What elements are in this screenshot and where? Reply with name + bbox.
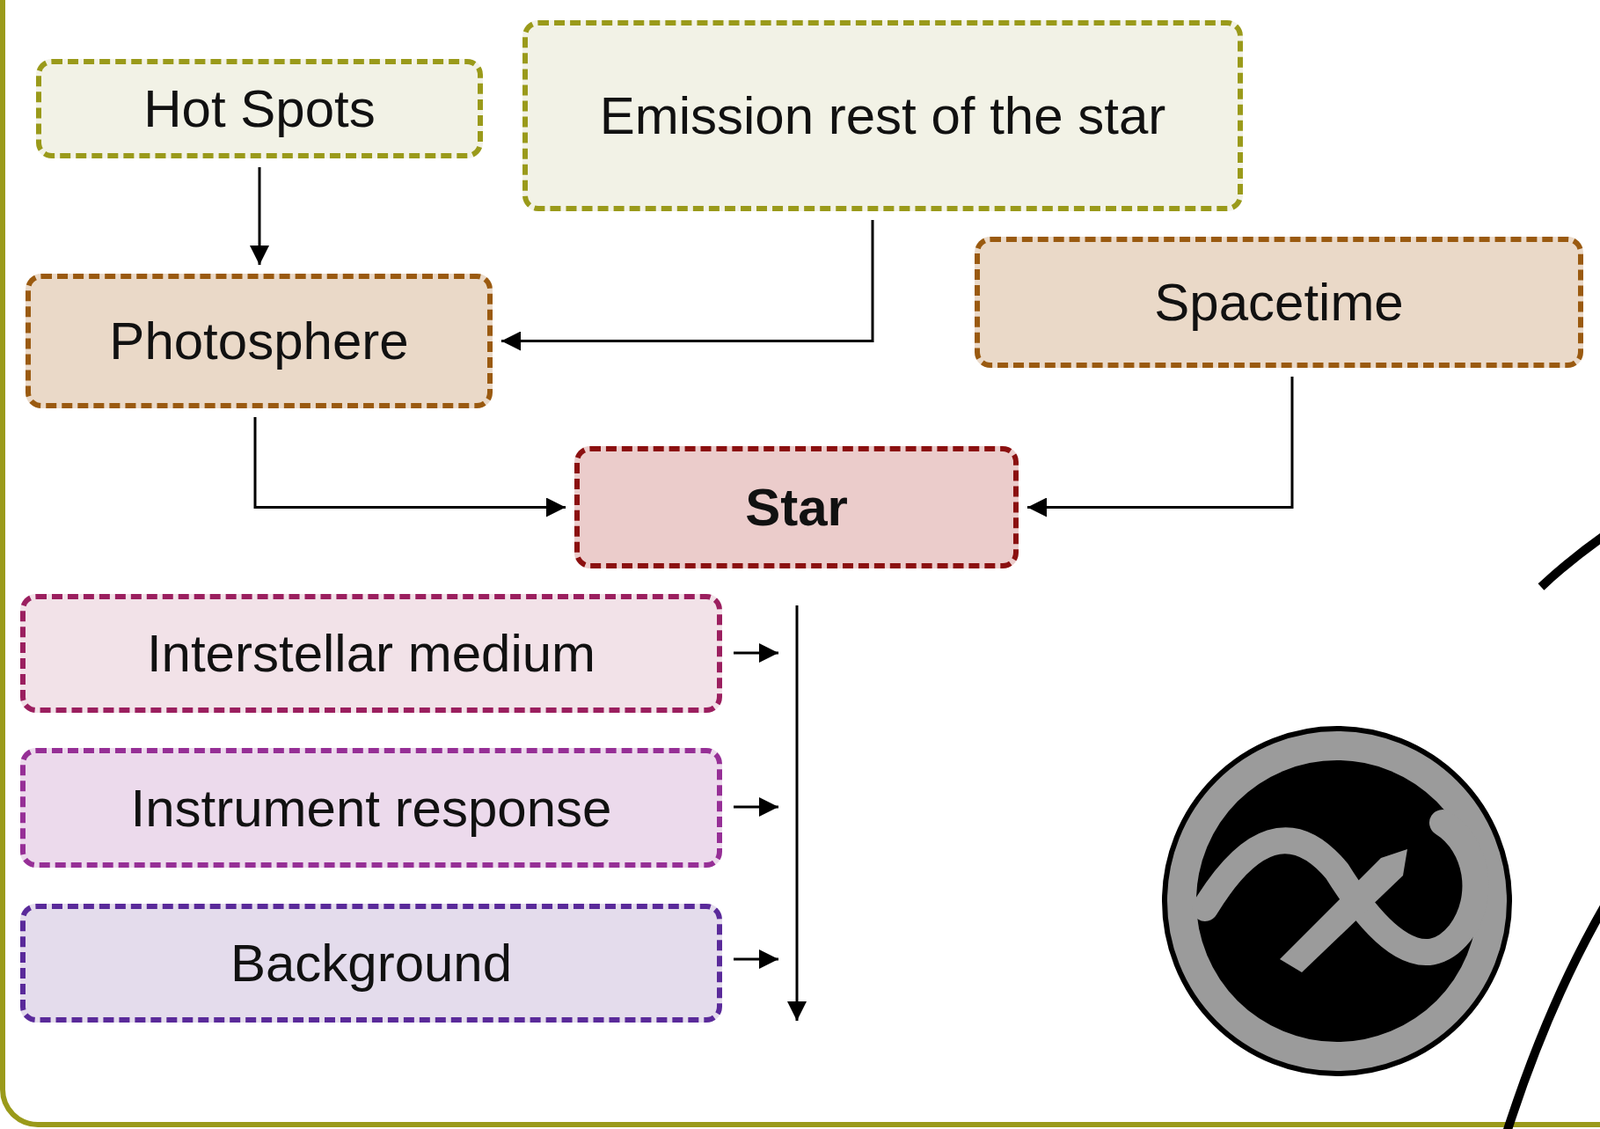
logo-disc (1196, 759, 1478, 1042)
node-label: Star (745, 476, 848, 538)
input-arrow (733, 957, 779, 961)
logo-symbol (1279, 848, 1408, 972)
node-label: Background (230, 932, 512, 994)
flow-arrow (501, 219, 873, 342)
node-label: Hot Spots (143, 78, 375, 139)
orbit-curve (1541, 534, 1600, 587)
flow-line (796, 605, 799, 1021)
model-box: Spacetime (974, 236, 1584, 368)
input-arrow (733, 805, 779, 809)
node-label: Instrument response (131, 777, 613, 839)
flow-arrow (258, 167, 262, 265)
effect-box: Background (20, 903, 723, 1023)
flow-arrow (1027, 376, 1293, 508)
node-label: Spacetime (1154, 271, 1403, 333)
effect-box: Instrument response (20, 747, 723, 868)
model-box: Photosphere (25, 273, 493, 409)
logo (1164, 728, 1510, 1074)
component-box: Hot Spots (36, 58, 483, 159)
star-box: Star (574, 445, 1019, 569)
node-label: Photosphere (109, 310, 409, 372)
orbit-curve (1505, 904, 1600, 1129)
flow-arrow (255, 416, 566, 508)
effect-box: Interstellar medium (20, 593, 723, 713)
logo-ring (1164, 728, 1510, 1074)
component-box: Emission rest of the star (522, 20, 1243, 212)
input-arrow (733, 651, 779, 655)
node-label: Interstellar medium (146, 622, 596, 684)
node-label: Emission rest of the star (599, 85, 1167, 147)
